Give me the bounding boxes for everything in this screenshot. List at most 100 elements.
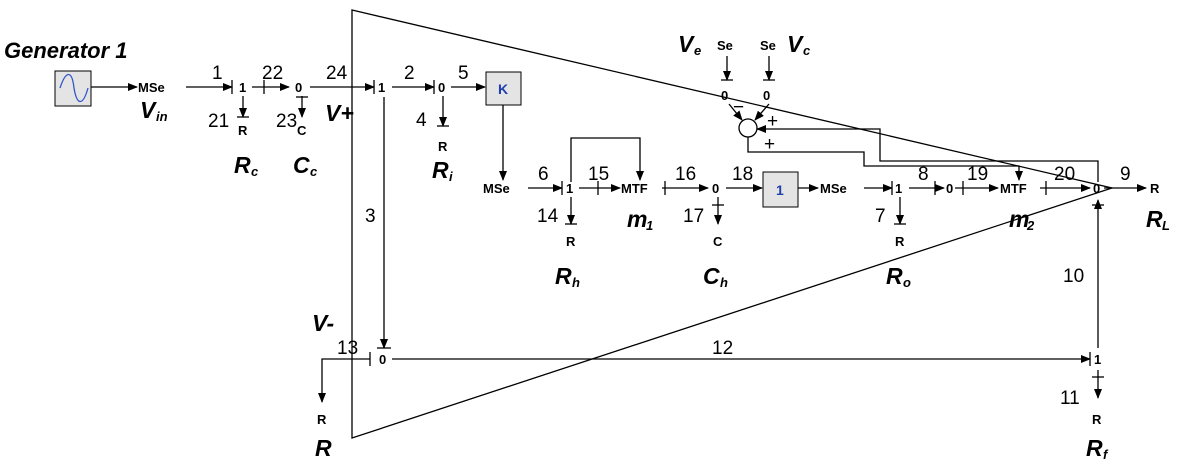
svg-text:in: in xyxy=(156,109,168,124)
bond-7-label: 7 xyxy=(875,206,886,227)
bond-18-label: 18 xyxy=(732,164,753,185)
label-r-h: R h xyxy=(555,263,580,290)
label-r-l: R L xyxy=(1146,206,1170,233)
bond-8-label: 8 xyxy=(918,164,929,185)
gain-block-k[interactable]: K xyxy=(485,71,522,106)
junction-1-f: 1 xyxy=(1094,352,1101,367)
bond-2-label: 2 xyxy=(404,63,415,84)
bond-24-label: 24 xyxy=(326,63,348,84)
bond-21-label: 21 xyxy=(208,111,229,132)
svg-text:R: R xyxy=(234,152,251,178)
sign-plus-top: + xyxy=(767,111,778,132)
svg-text:R: R xyxy=(432,157,449,183)
svg-text:h: h xyxy=(572,275,580,290)
label-v-minus: V- xyxy=(312,310,334,336)
resistor-r-i: R xyxy=(438,139,448,154)
label-r-i: R i xyxy=(432,157,453,184)
sign-minus: − xyxy=(733,97,744,118)
svg-text:L: L xyxy=(1162,218,1170,233)
resistor-r-o: R xyxy=(895,234,905,249)
svg-text:c: c xyxy=(310,164,318,179)
bond-20-label: 20 xyxy=(1054,164,1075,185)
bond-17-label: 17 xyxy=(683,206,704,227)
resistor-r-h: R xyxy=(566,234,576,249)
sign-plus-bottom: + xyxy=(764,134,775,155)
bond-5-label: 5 xyxy=(458,63,469,84)
svg-text:C: C xyxy=(703,263,720,289)
mse-input: MSe xyxy=(138,80,165,95)
op-amp-triangle xyxy=(351,9,1115,439)
svg-text:V: V xyxy=(678,31,695,57)
label-r-o: R o xyxy=(886,263,911,290)
resistor-r-l: R xyxy=(1150,181,1160,196)
svg-text:e: e xyxy=(694,43,701,58)
svg-text:C: C xyxy=(293,152,310,178)
generator-title: Generator 1 xyxy=(4,38,128,63)
bond-1-label: 1 xyxy=(212,63,223,84)
svg-text:f: f xyxy=(1103,447,1109,462)
junction-1-a: 1 xyxy=(239,80,246,95)
label-m1: m 1 xyxy=(627,206,653,233)
label-m2: m 2 xyxy=(1009,206,1035,233)
junction-0-a: 0 xyxy=(295,80,302,95)
junction-1-o: 1 xyxy=(895,181,902,196)
junction-1-h: 1 xyxy=(566,181,573,196)
svg-text:h: h xyxy=(720,275,728,290)
svg-text:i: i xyxy=(449,169,453,184)
svg-text:R: R xyxy=(555,263,572,289)
capacitor-c-h: C xyxy=(713,234,723,249)
resistor-r-c: R xyxy=(238,123,248,138)
junction-0-c: 0 xyxy=(763,88,770,103)
bond-14-label: 14 xyxy=(537,206,559,227)
bond-15-label: 15 xyxy=(588,164,609,185)
bond-13-label: 13 xyxy=(337,338,358,359)
svg-text:m: m xyxy=(1009,206,1029,232)
junction-0-b: 0 xyxy=(438,80,445,95)
bond-9-label: 9 xyxy=(1120,164,1131,185)
junction-0-o: 0 xyxy=(946,181,953,196)
summing-junction xyxy=(738,118,758,138)
bond-22-label: 22 xyxy=(262,63,283,84)
svg-text:R: R xyxy=(1146,206,1163,232)
generator-block[interactable] xyxy=(54,70,92,107)
svg-text:V: V xyxy=(140,97,157,123)
svg-text:c: c xyxy=(803,43,811,58)
label-c-c: C c xyxy=(293,152,318,179)
label-v-plus: V+ xyxy=(325,100,354,126)
svg-text:R: R xyxy=(886,263,903,289)
svg-text:1: 1 xyxy=(776,182,784,198)
sine-wave-icon xyxy=(59,73,89,103)
bond-11-label: 11 xyxy=(1060,388,1080,409)
label-r-f: R f xyxy=(1086,435,1109,462)
junction-0-vminus: 0 xyxy=(379,352,386,367)
bond-12-label: 12 xyxy=(712,338,733,359)
source-se-e: Se xyxy=(717,38,733,53)
bond-16-label: 16 xyxy=(675,164,696,185)
label-v-c: V c xyxy=(787,31,811,58)
capacitor-c-c: C xyxy=(297,123,307,138)
mtf-m2: MTF xyxy=(1000,181,1027,196)
unity-gain-block[interactable]: 1 xyxy=(762,171,799,208)
bond-10-label: 10 xyxy=(1063,266,1084,287)
svg-text:K: K xyxy=(498,81,508,97)
mtf-m1: MTF xyxy=(621,181,648,196)
resistor-r: R xyxy=(317,412,327,427)
bond-6-label: 6 xyxy=(538,164,549,185)
junction-0-out: 0 xyxy=(1093,181,1100,196)
mse-middle: MSe xyxy=(483,181,510,196)
svg-text:m: m xyxy=(627,206,647,232)
svg-text:1: 1 xyxy=(646,218,653,233)
svg-text:R: R xyxy=(1086,435,1103,461)
mse-output: MSe xyxy=(820,181,847,196)
bond-23-label: 23 xyxy=(276,111,297,132)
junction-1-vplus: 1 xyxy=(378,80,385,95)
label-r: R xyxy=(315,435,332,461)
svg-text:o: o xyxy=(903,275,911,290)
bond-19-label: 19 xyxy=(967,164,988,185)
svg-text:V: V xyxy=(787,31,804,57)
label-r-c: R c xyxy=(234,152,259,179)
resistor-r-f: R xyxy=(1092,412,1102,427)
junction-0-e: 0 xyxy=(721,88,728,103)
label-v-e: V e xyxy=(678,31,701,58)
